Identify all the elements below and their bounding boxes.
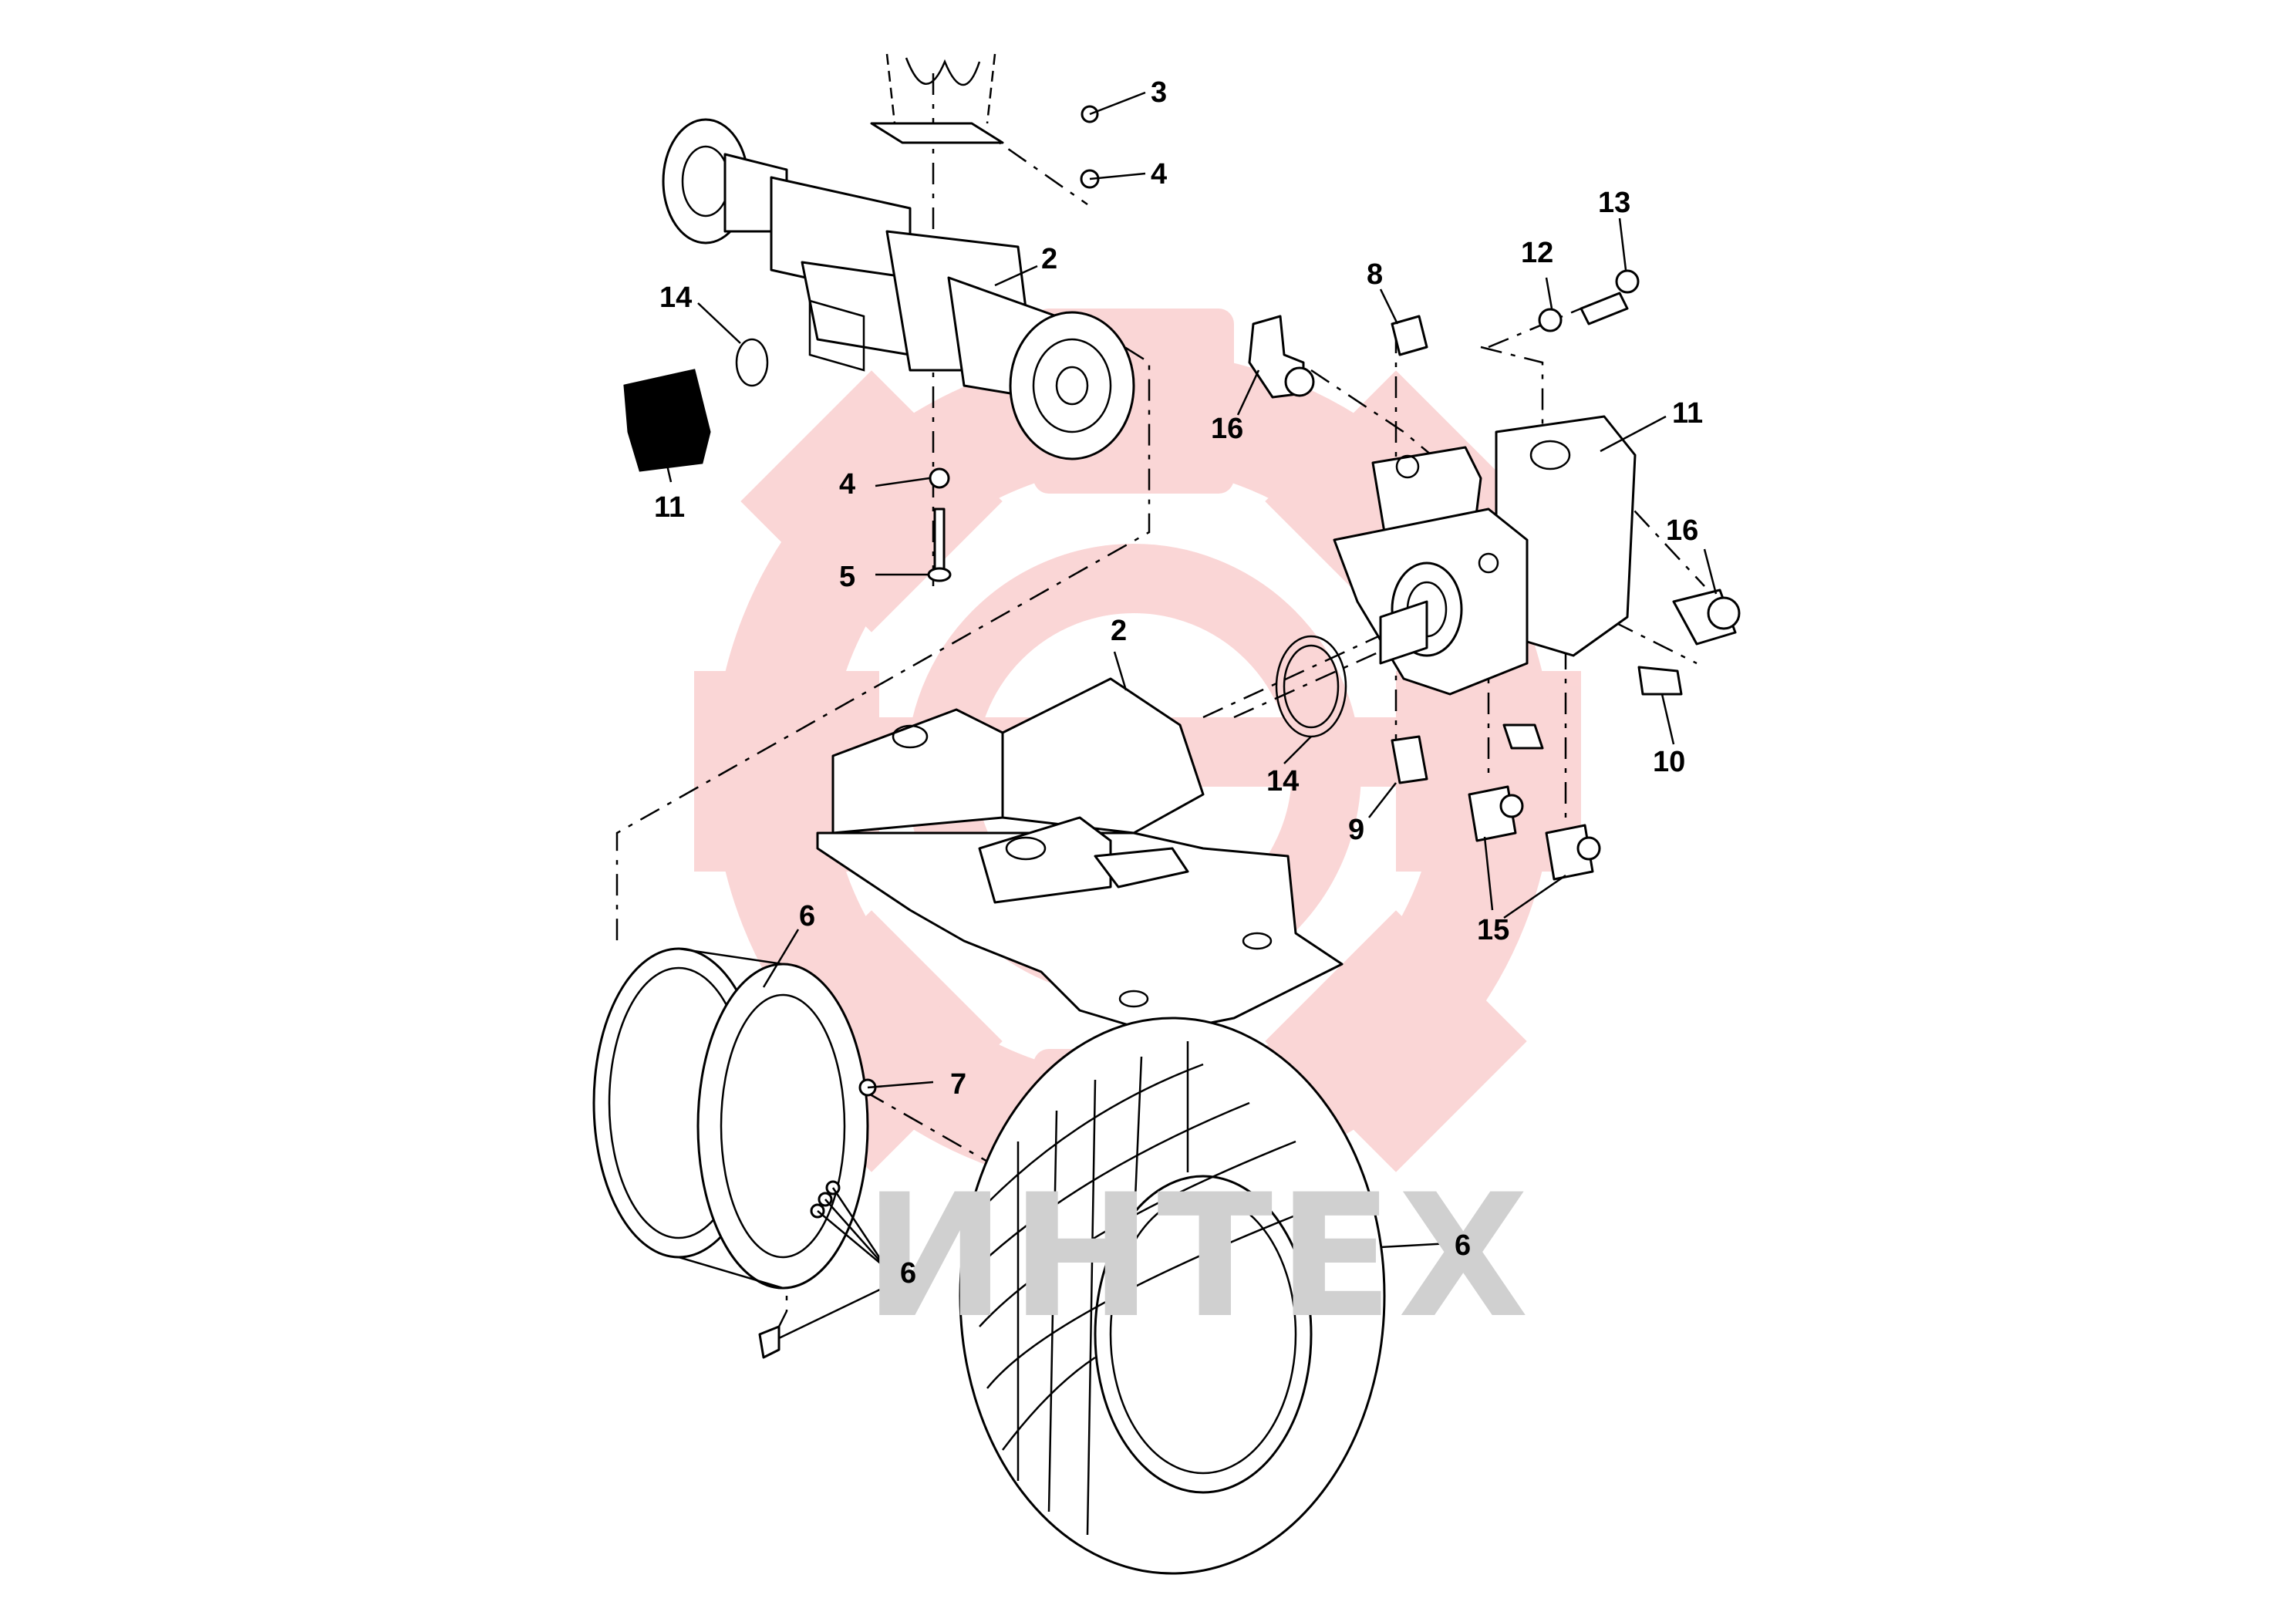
hose-fitting-15 (1468, 785, 1601, 881)
hose-fitting-8 (1391, 315, 1428, 356)
callout-12: 12 (1521, 237, 1553, 269)
o-ring-left (735, 338, 769, 387)
callout-13: 13 (1598, 187, 1630, 219)
small-plate (1502, 723, 1544, 750)
callout-11-right: 11 (1672, 397, 1703, 430)
callout-3: 3 (1151, 76, 1167, 109)
callout-4-mid: 4 (839, 468, 855, 501)
callout-4-top: 4 (1151, 158, 1167, 191)
hose-fitting-9 (1391, 735, 1428, 784)
hydraulic-motor (623, 369, 711, 472)
turf-tire (959, 1017, 1386, 1575)
callout-15: 15 (1477, 914, 1509, 946)
callout-6-tire: 6 (1455, 1229, 1471, 1262)
valve-stem (758, 1325, 781, 1359)
rear-axle-assembly (662, 118, 1135, 460)
callout-14-mid: 14 (1266, 765, 1299, 798)
callout-16-right: 16 (1666, 514, 1698, 547)
axle-bolt (927, 105, 1100, 582)
callout-11-left: 11 (654, 491, 685, 524)
hose-fitting-10 (1637, 666, 1683, 696)
callout-7: 7 (950, 1068, 966, 1101)
leader-lines (658, 91, 1718, 1340)
callout-6-bottom: 6 (900, 1257, 916, 1290)
callout-9: 9 (1348, 814, 1364, 846)
callout-16-top: 16 (1211, 413, 1243, 445)
hose-fitting-16-right (1672, 588, 1741, 646)
callout-6-rim: 6 (799, 900, 815, 932)
callout-labels: 3 4 2 14 11 4 5 8 12 13 16 11 16 2 14 9 … (654, 76, 1703, 1290)
hydraulic-pump (1333, 415, 1637, 696)
callout-2-axle: 2 (1041, 243, 1057, 275)
bolt-13 (1580, 269, 1640, 325)
washer-12 (1538, 308, 1563, 332)
callout-10: 10 (1653, 746, 1685, 778)
callout-14-left: 14 (659, 282, 692, 314)
callout-2-frame: 2 (1111, 615, 1127, 647)
hose-fitting-16-top (1248, 315, 1315, 399)
wheel-rim (592, 947, 877, 1290)
upper-frame-bracket (870, 53, 1004, 144)
callout-8: 8 (1367, 258, 1383, 291)
watermark-text: ИНТЕХ (864, 1158, 1533, 1355)
callout-5: 5 (839, 561, 855, 593)
